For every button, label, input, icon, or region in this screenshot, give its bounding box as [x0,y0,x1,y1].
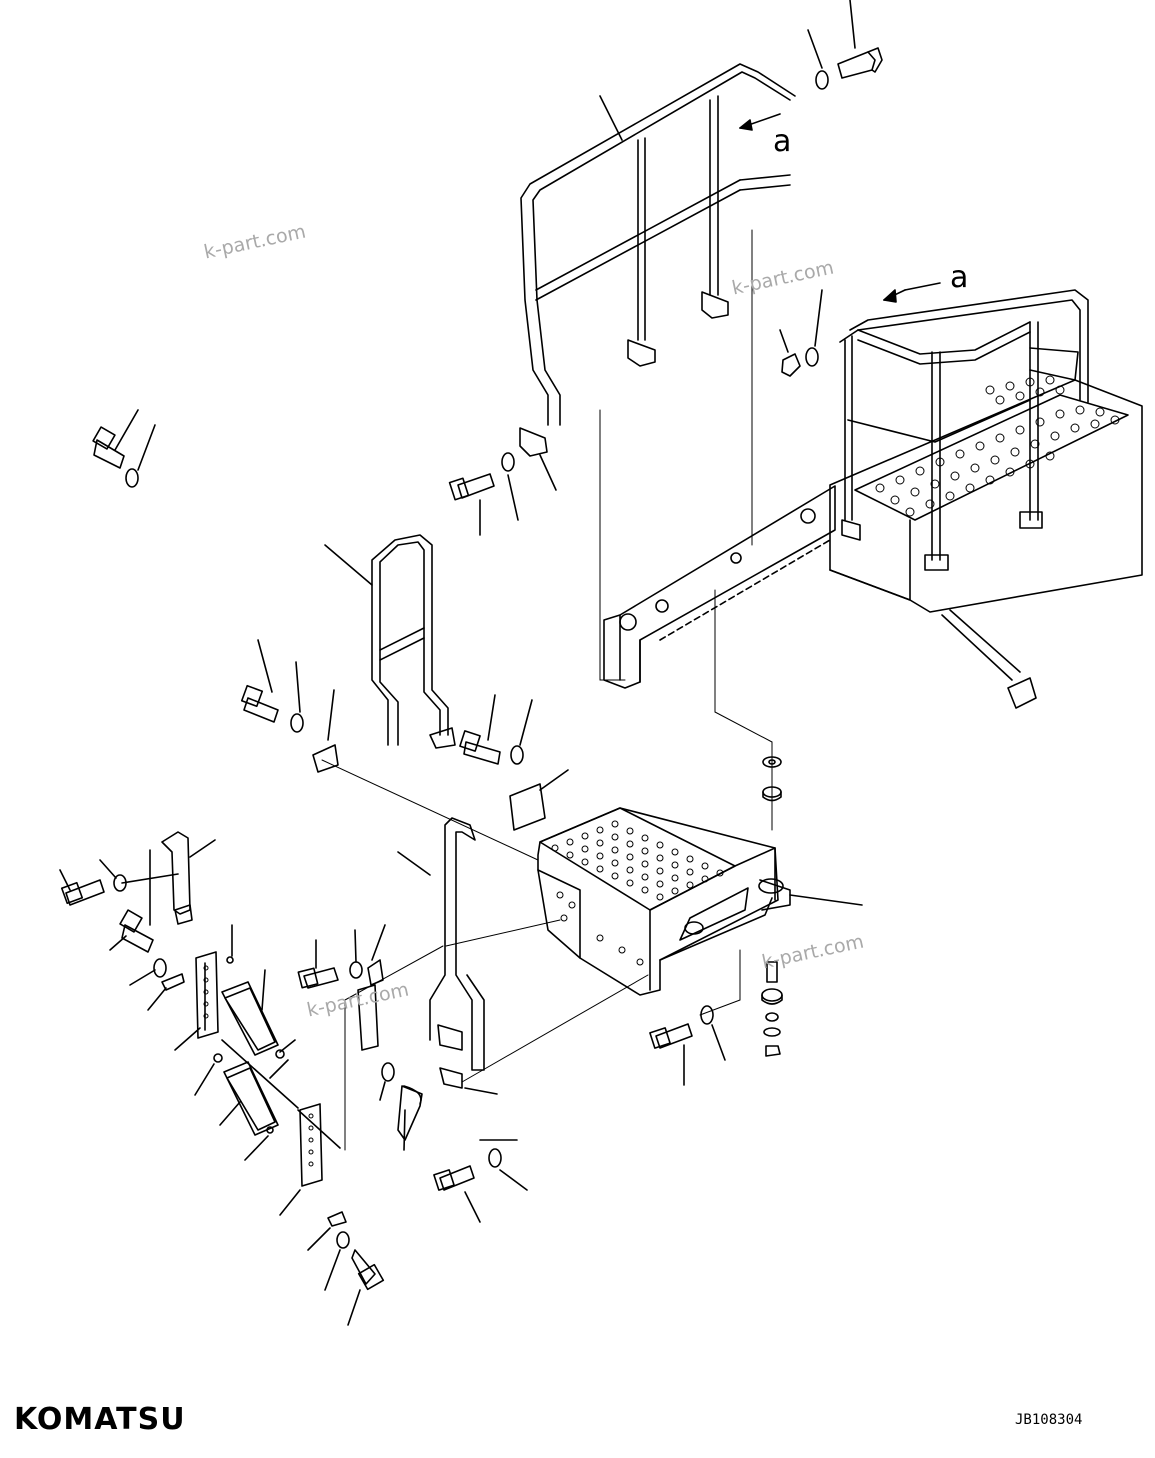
step-box [537,807,863,996]
ladder-parts [59,409,385,1326]
middle-bracket-set [297,924,528,1223]
rail-bolt-group [448,452,557,536]
platform-nut-washer [779,289,823,377]
callout-a-right: a [950,260,969,295]
platform-perforation [875,375,1120,517]
frame-beam [599,229,836,689]
drawing-number: JB108304 [1015,1412,1083,1428]
assembly-leaders [321,589,773,1151]
lower-handrail [397,817,498,1095]
komatsu-logo: KOMATSU [14,1402,186,1437]
upper-handrail [519,63,796,457]
step-box-perforation [551,820,724,966]
middle-handrail [312,534,456,773]
upper-platform [829,282,1143,709]
ladder-perforation [203,965,314,1167]
top-bolt-group [739,0,883,131]
callout-a-upper: a [773,124,792,159]
middle-rail-bolts [240,639,569,831]
isolator-stack [649,756,783,1086]
